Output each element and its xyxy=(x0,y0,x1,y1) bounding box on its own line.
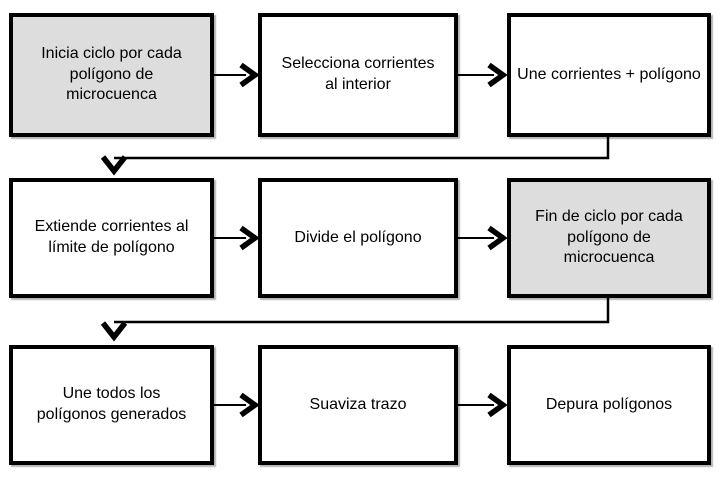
arrow-extiende-to-divide xyxy=(214,225,260,251)
node-label: Depura polígonos xyxy=(545,395,673,413)
node-label: Inicia ciclo por cada polígono de microc… xyxy=(41,44,182,104)
node-fin-ciclo: Fin de ciclo por cada polígono de microc… xyxy=(507,178,711,298)
connector-fin-ciclo-to-une-todos xyxy=(100,296,610,342)
node-label: Divide el polígono xyxy=(294,228,422,246)
arrow-selecciona-to-une-corrientes xyxy=(458,62,508,88)
node-label: Selecciona corrientes al interior xyxy=(281,55,435,93)
node-suaviza-trazo: Suaviza trazo xyxy=(258,345,458,465)
node-depura-poligonos: Depura polígonos xyxy=(507,345,711,465)
node-label: Suaviza trazo xyxy=(309,395,407,413)
node-extiende-corrientes: Extiende corrientes al límite de polígon… xyxy=(9,178,214,298)
connector-une-corrientes-to-extiende xyxy=(100,135,610,176)
node-divide-poligono: Divide el polígono xyxy=(258,178,458,298)
arrow-inicia-to-selecciona xyxy=(214,62,260,88)
node-une-corrientes-poligono: Une corrientes + polígono xyxy=(507,13,711,137)
arrow-une-todos-to-suaviza xyxy=(214,392,260,418)
node-inicia-ciclo: Inicia ciclo por cada polígono de microc… xyxy=(9,13,214,137)
node-selecciona-corrientes: Selecciona corrientes al interior xyxy=(258,13,458,137)
arrow-divide-to-fin-ciclo xyxy=(458,225,508,251)
node-label: Une corrientes + polígono xyxy=(517,65,701,83)
node-une-todos-poligonos: Une todos los polígonos generados xyxy=(9,345,214,465)
node-label: Extiende corrientes al límite de polígon… xyxy=(34,218,189,256)
arrow-suaviza-to-depura xyxy=(458,392,508,418)
node-label: Fin de ciclo por cada polígono de microc… xyxy=(535,207,683,267)
node-label: Une todos los polígonos generados xyxy=(36,385,187,423)
